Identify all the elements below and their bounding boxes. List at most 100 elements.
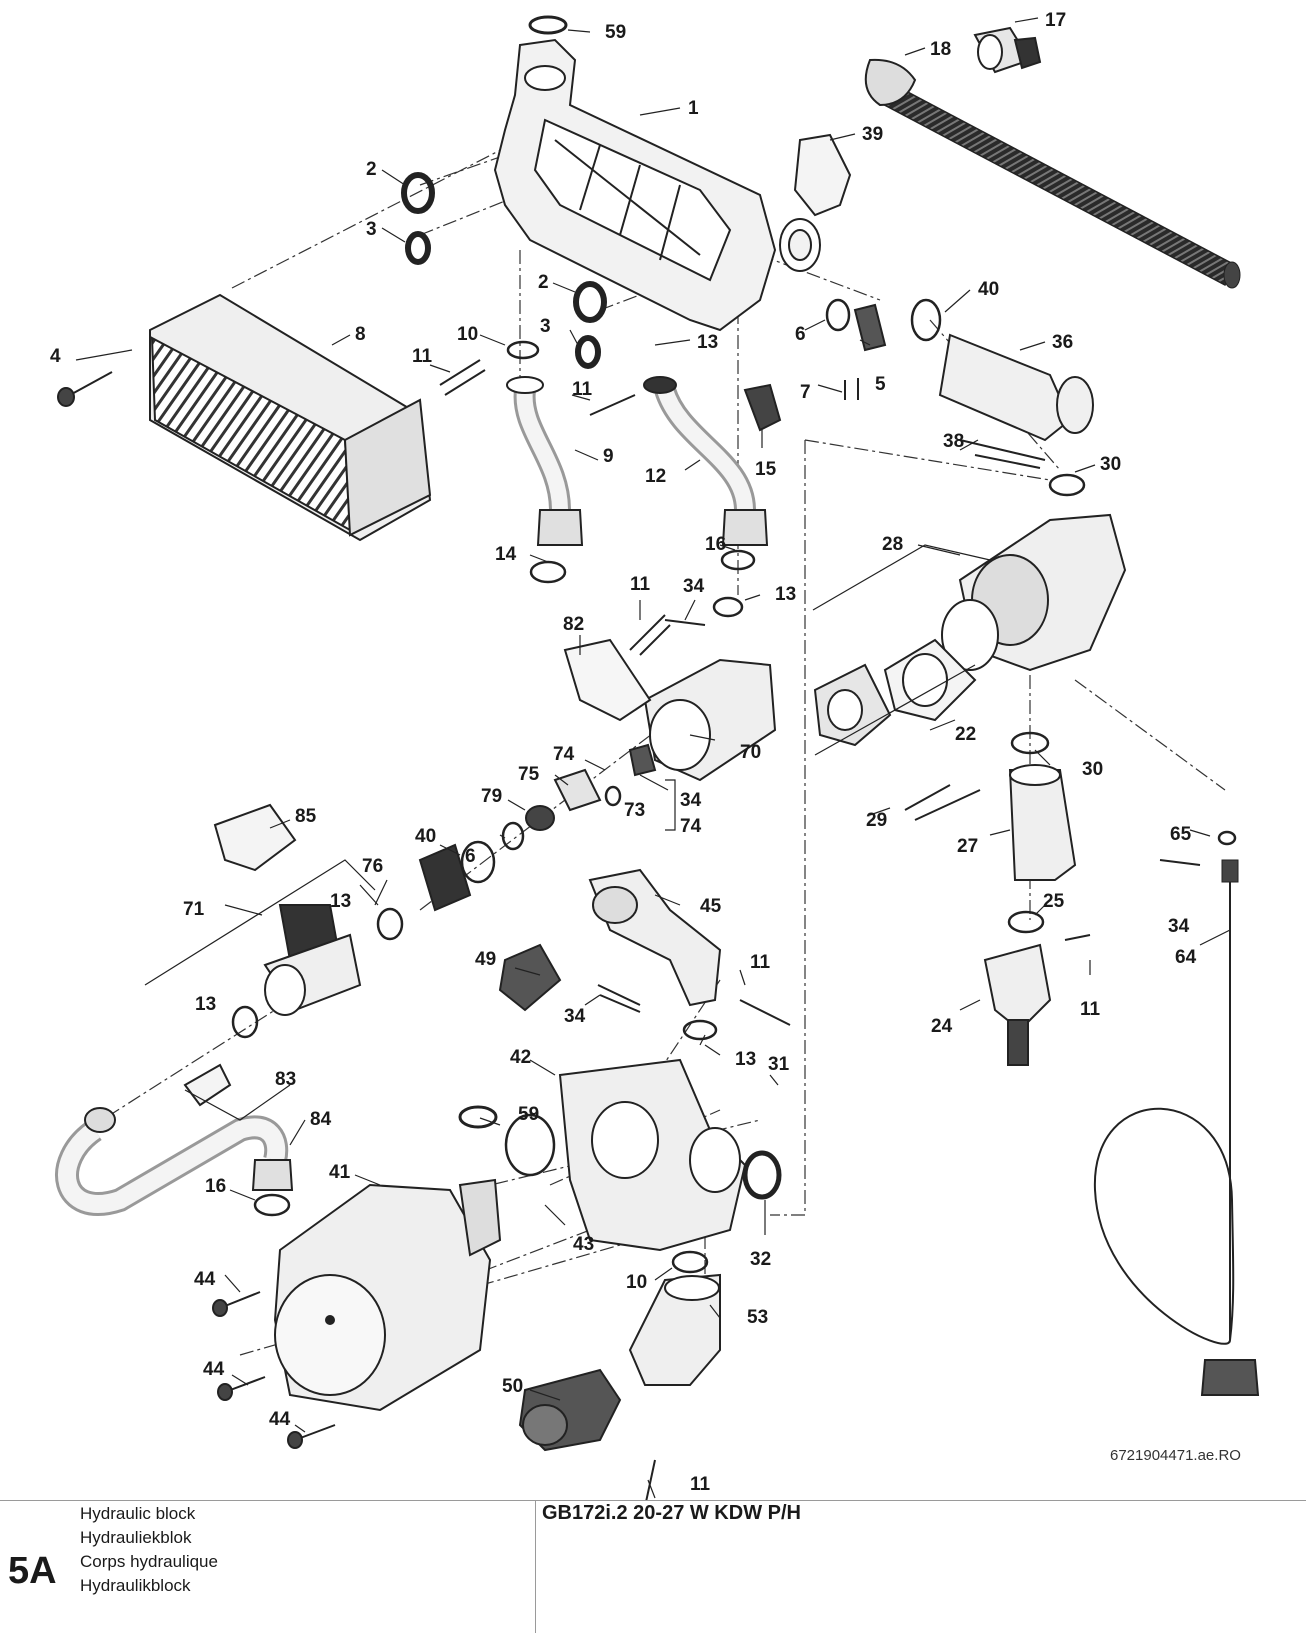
hydraulic-frame-part-1: [493, 38, 821, 332]
flange-part-22: [813, 638, 977, 747]
callout-31: 31: [768, 1054, 790, 1075]
callout-1: 1: [688, 98, 699, 119]
callout-32: 32: [750, 1249, 771, 1270]
callout-8: 8: [355, 324, 366, 345]
callout-13e: 13: [735, 1049, 756, 1070]
callout-79: 79: [481, 786, 502, 807]
callout-83: 83: [275, 1069, 296, 1090]
document-code: 6721904471.ae.RO: [1110, 1447, 1241, 1464]
callout-82: 82: [563, 614, 584, 635]
callout-2a: 2: [366, 159, 377, 180]
callout-30b: 30: [1082, 759, 1103, 780]
callout-50: 50: [502, 1376, 523, 1397]
callout-59b: 59: [518, 1104, 539, 1125]
circlip-part-59: [528, 15, 568, 35]
callout-11a: 11: [412, 346, 433, 367]
callout-44b: 44: [203, 1359, 225, 1380]
callout-42: 42: [510, 1047, 531, 1068]
callout-10b: 10: [626, 1272, 647, 1293]
callout-24: 24: [931, 1016, 953, 1037]
callout-44c: 44: [269, 1409, 291, 1430]
capillary-sensor-part-64: [1093, 859, 1260, 1396]
callout-3b: 3: [540, 316, 551, 337]
callout-70: 70: [740, 742, 761, 763]
callout-71: 71: [183, 899, 205, 920]
callout-27: 27: [957, 836, 978, 857]
callout-49: 49: [475, 949, 496, 970]
title-french: Corps hydraulique: [80, 1552, 218, 1571]
callout-3a: 3: [366, 219, 377, 240]
callout-11e: 11: [1080, 999, 1101, 1020]
manifold-part-42: [558, 1058, 747, 1252]
callout-74b: 74: [680, 816, 702, 837]
callout-65: 65: [1170, 824, 1192, 845]
callout-11b: 11: [572, 379, 593, 400]
plate-part-82: [563, 638, 652, 722]
sleeve-part-83: [183, 1063, 232, 1107]
callout-39: 39: [862, 124, 883, 145]
callout-74a: 74: [553, 744, 575, 765]
callout-14: 14: [495, 544, 517, 565]
callout-9: 9: [603, 446, 614, 467]
callout-73: 73: [624, 800, 645, 821]
valve-part-50: [518, 1368, 622, 1452]
spring-clip-parts: [439, 359, 1201, 1500]
callout-16a: 16: [705, 534, 726, 555]
callout-6a: 6: [795, 324, 806, 345]
callout-40a: 40: [978, 279, 999, 300]
valve-body-part-70: [643, 658, 777, 782]
callout-34c: 34: [1168, 916, 1190, 937]
elbow-part-53: [628, 1273, 721, 1386]
callout-17: 17: [1045, 10, 1066, 31]
pipe-part-12: [643, 376, 769, 546]
sensor-part-49: [498, 943, 562, 1012]
callout-11d: 11: [750, 952, 771, 973]
callout-40b: 40: [415, 826, 436, 847]
callout-53: 53: [747, 1307, 768, 1328]
callout-13d: 13: [195, 994, 216, 1015]
callout-44a: 44: [194, 1269, 216, 1290]
callout-34a: 34: [683, 576, 705, 597]
callout-34d: 34: [564, 1006, 586, 1027]
valve-insert-parts: [418, 743, 657, 912]
callout-84: 84: [310, 1109, 332, 1130]
callout-4: 4: [50, 346, 61, 367]
fitting-part-27: [1008, 764, 1077, 881]
callout-38: 38: [943, 431, 964, 452]
callout-76: 76: [362, 856, 383, 877]
screw-parts-44: [212, 1291, 336, 1449]
callout-34b: 34: [680, 790, 702, 811]
callout-18: 18: [930, 39, 951, 60]
callout-13a: 13: [697, 332, 718, 353]
exploded-parts-diagram: 5917181392324084103136536111179151238301…: [50, 10, 1260, 1500]
section-titles: Hydraulic block Hydrauliekblok Corps hyd…: [80, 1502, 218, 1598]
callout-13b: 13: [775, 584, 796, 605]
title-english: Hydraulic block: [80, 1504, 196, 1523]
fitting-part-45: [588, 868, 722, 1007]
callout-75: 75: [518, 764, 540, 785]
callout-16b: 16: [205, 1176, 226, 1197]
callout-12: 12: [645, 466, 666, 487]
clip-part-39: [793, 133, 852, 217]
fitting-part-24: [983, 943, 1052, 1066]
callout-25: 25: [1043, 891, 1065, 912]
callout-36: 36: [1052, 332, 1073, 353]
seal-ring-parts: [231, 172, 1237, 1274]
callout-45: 45: [700, 896, 722, 917]
title-dutch: Hydrauliekblok: [80, 1528, 192, 1547]
callout-85: 85: [295, 806, 317, 827]
callout-22: 22: [955, 724, 976, 745]
callout-7: 7: [800, 382, 811, 403]
section-code: 5A: [8, 1550, 57, 1592]
sensor-part-15: [743, 383, 782, 432]
pump-housing-part-28: [941, 513, 1127, 672]
callout-59a: 59: [605, 22, 626, 43]
callout-64: 64: [1175, 947, 1197, 968]
flow-sensor-part-71: [263, 904, 362, 1016]
callout-29: 29: [866, 810, 887, 831]
callout-41: 41: [329, 1162, 351, 1183]
model-name: GB172i.2 20-27 W KDW P/H: [542, 1502, 801, 1524]
group-brackets: [812, 544, 991, 756]
corrugated-hose-part-18: [864, 58, 1241, 289]
callout-5: 5: [875, 374, 886, 395]
